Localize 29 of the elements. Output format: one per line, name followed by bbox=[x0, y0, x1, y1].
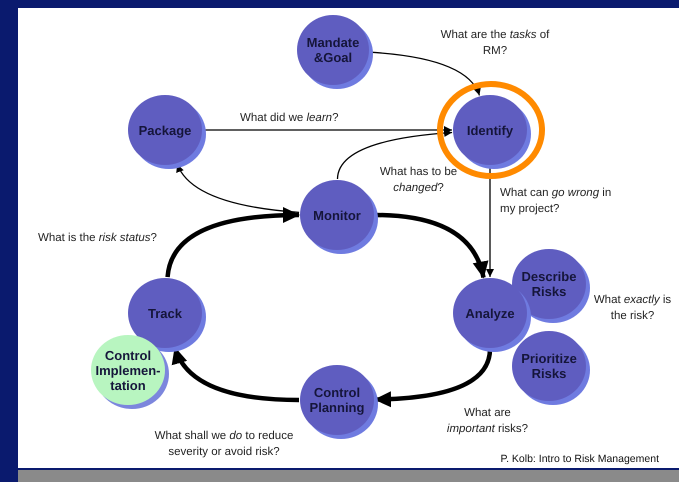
process-circle bbox=[91, 335, 170, 410]
node-label: Package bbox=[138, 122, 192, 138]
arrow bbox=[486, 166, 494, 277]
process-circle bbox=[300, 365, 379, 440]
node-label: Identify bbox=[466, 122, 514, 138]
node-label: Prioritize Risks bbox=[520, 351, 578, 381]
node-label: Control Implemen- tation bbox=[94, 348, 162, 392]
cycle-arrow bbox=[374, 212, 488, 278]
node-label: Analyze bbox=[465, 306, 515, 320]
edge-label: What are important risks? bbox=[446, 406, 530, 437]
edge-label: What is the risk status? bbox=[38, 231, 158, 246]
edge-label: What shall we do to reduce severity or avoid risk? bbox=[154, 429, 294, 460]
process-circle bbox=[128, 95, 207, 170]
process-circle bbox=[300, 180, 379, 255]
edge-label: What did we learn? bbox=[240, 111, 340, 126]
caption: P. Kolb: Intro to Risk Management bbox=[500, 453, 659, 465]
edge-label: What are the tasks of RM? bbox=[440, 28, 550, 59]
arrow bbox=[336, 129, 452, 180]
cycle-arrow bbox=[165, 207, 300, 278]
process-circle bbox=[297, 15, 374, 90]
edge-label: What can go wrong in my project? bbox=[500, 186, 612, 217]
annotation-text: What exactly is the risk? bbox=[592, 293, 672, 324]
node-label: Describe Risks bbox=[520, 269, 578, 299]
node-label: Track bbox=[148, 306, 182, 320]
process-circle bbox=[512, 331, 591, 406]
node-label: Control Planning bbox=[308, 385, 366, 415]
node-label: Monitor bbox=[313, 208, 361, 222]
node-label: Mandate &Goal bbox=[306, 35, 360, 65]
edge-label: What has to be changed? bbox=[378, 165, 458, 196]
